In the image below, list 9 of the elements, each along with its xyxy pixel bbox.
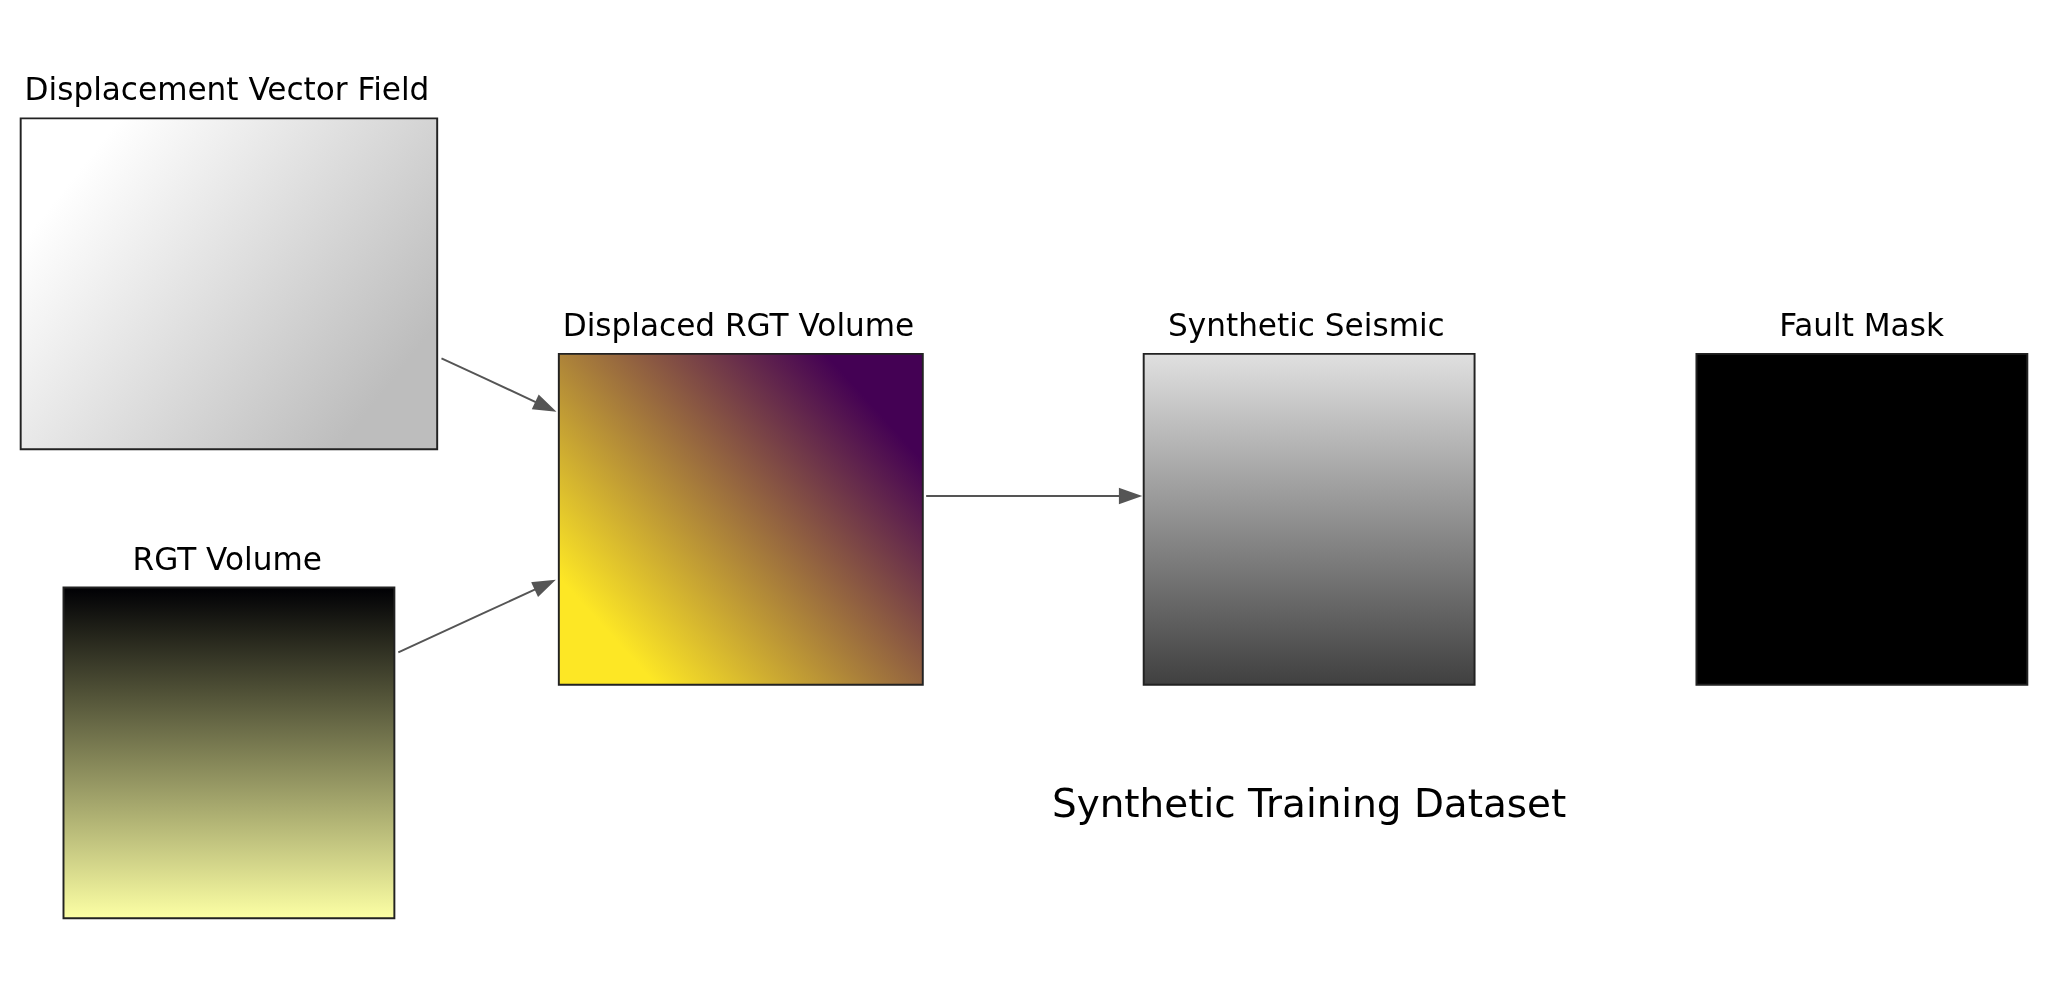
arrow <box>397 579 556 654</box>
node-label: Displacement Vector Field <box>24 71 430 108</box>
node-label: Fault Mask <box>1779 306 1944 343</box>
node-label: Synthetic Seismic <box>1168 306 1445 343</box>
node-label: RGT Volume <box>132 540 322 577</box>
label: Synthetic Training Dataset <box>1051 781 1567 827</box>
arrow <box>925 487 1143 505</box>
arrow <box>440 357 557 412</box>
node-label: Displaced RGT Volume <box>562 306 915 343</box>
